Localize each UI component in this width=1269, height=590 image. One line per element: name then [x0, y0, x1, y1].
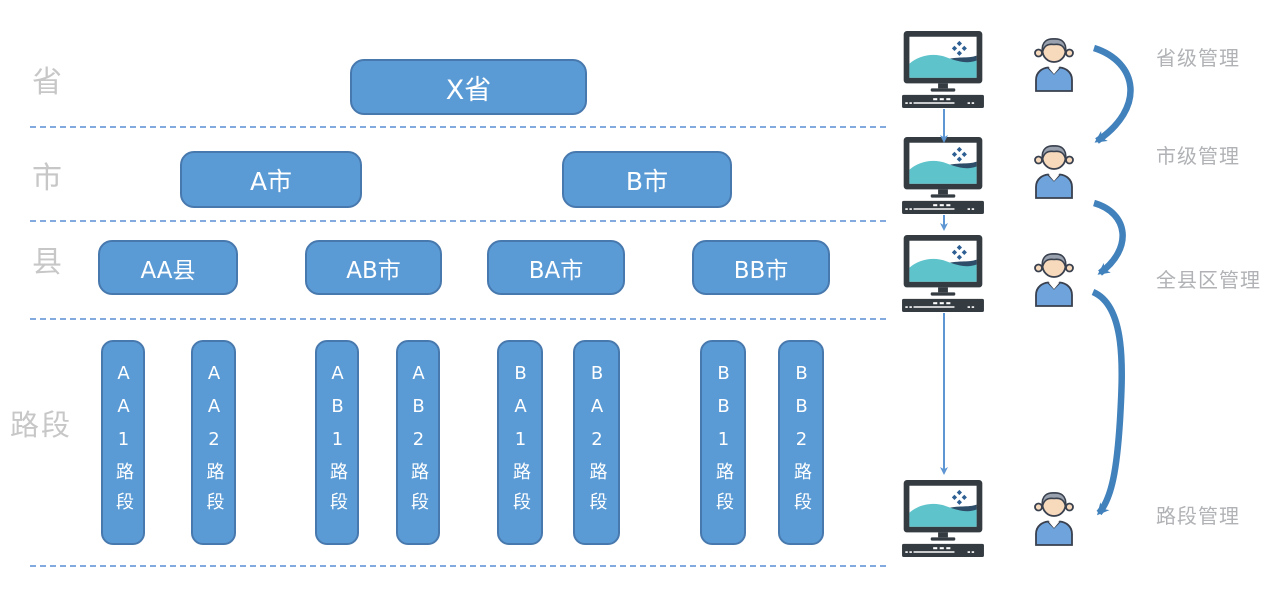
monitor-stand [938, 83, 948, 89]
row-label-city: 市 [32, 161, 64, 196]
divider-province-city [30, 126, 886, 128]
node-road-ba1: BA1路段 [497, 340, 543, 545]
divider-county-road [30, 318, 886, 320]
node-county-ab: AB市 [305, 240, 442, 295]
monitor-icon-city [902, 137, 984, 214]
node-county-aa: AA县 [98, 240, 238, 295]
divider-bottom [30, 565, 886, 567]
person-ear [1034, 48, 1043, 58]
node-road-bb1: BB1路段 [700, 340, 746, 545]
divider-city-county [30, 220, 886, 222]
node-road-ba2: BA2路段 [573, 340, 620, 545]
node-county-ba: BA市 [487, 240, 625, 295]
row-label-road: 路段 [10, 408, 73, 442]
mgmt-label-road: 路段管理 [1156, 504, 1240, 528]
curved-arrow-icon-2 [1092, 199, 1126, 276]
node-city-a: A市 [180, 151, 362, 208]
mgmt-label-county: 全县区管理 [1156, 268, 1261, 292]
mgmt-label-province: 省级管理 [1156, 46, 1240, 70]
user-icon-county [1031, 250, 1077, 307]
node-city-b: B市 [562, 151, 732, 208]
curved-arrow-icon-1 [1092, 44, 1134, 144]
node-county-bb: BB市 [692, 240, 830, 295]
monitor-base [930, 88, 956, 92]
person-hair [1041, 38, 1067, 53]
person-collar [1048, 67, 1060, 74]
monitor-icon-road [902, 480, 984, 557]
node-road-ab2: AB2路段 [396, 340, 440, 545]
user-icon-road [1031, 489, 1077, 546]
screen-teal-wave [909, 54, 977, 78]
node-road-aa2: AA2路段 [191, 340, 236, 545]
curved-arrow-icon-3 [1091, 289, 1125, 516]
node-road-ab1: AB1路段 [315, 340, 359, 545]
monitor-icon-province [902, 31, 984, 108]
node-road-aa1: AA1路段 [101, 340, 145, 545]
row-label-county: 县 [32, 245, 64, 280]
mgmt-label-city: 市级管理 [1156, 144, 1240, 168]
row-label-province: 省 [32, 65, 64, 100]
node-province-x: X省 [350, 59, 587, 115]
user-icon-city [1031, 142, 1077, 199]
console-marks [905, 98, 975, 104]
person-body [1035, 66, 1073, 92]
monitor-console [902, 94, 984, 108]
monitor-icon-county [902, 235, 984, 312]
person-ear [1065, 48, 1074, 58]
user-icon-province [1031, 35, 1077, 92]
node-road-bb2: BB2路段 [778, 340, 824, 545]
